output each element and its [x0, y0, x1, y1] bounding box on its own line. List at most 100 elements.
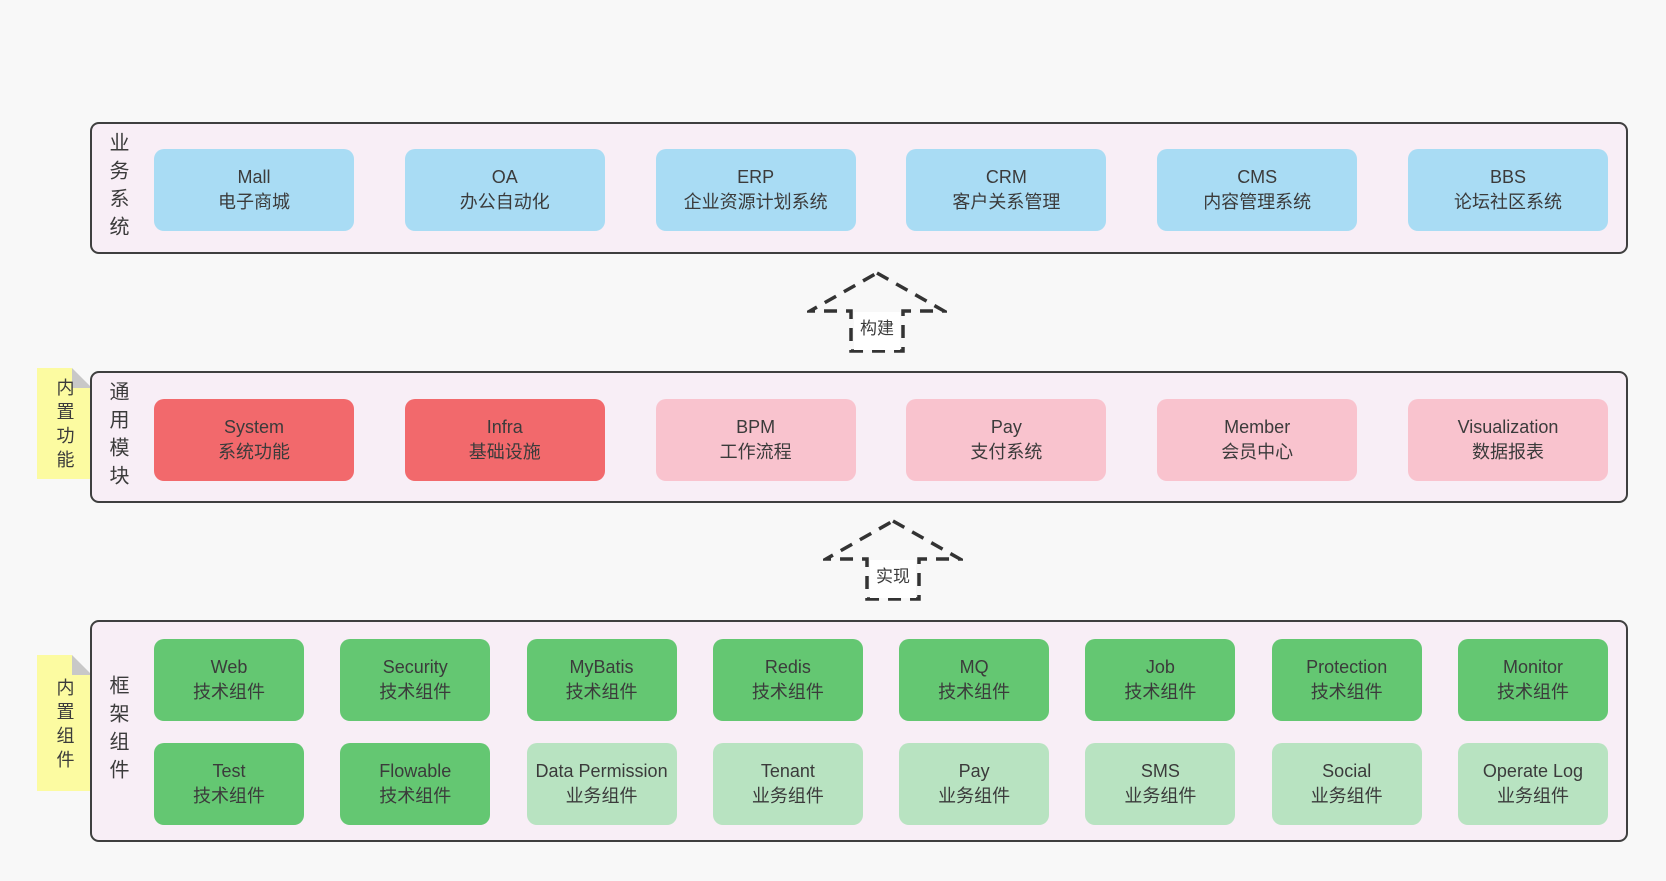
box-name: Visualization	[1457, 417, 1559, 437]
connector-build: 构建	[807, 270, 947, 354]
box-name: System	[223, 417, 284, 437]
box-data-permission: Data Permission 业务组件	[526, 743, 677, 825]
box-desc: 支付系统	[970, 442, 1043, 462]
box-desc: 业务组件	[751, 786, 824, 806]
box-desc: 业务组件	[565, 786, 638, 806]
box-name: Pay	[990, 417, 1022, 437]
layer-business-systems: 业务系统 Mall 电子商城 OA 办公自动化 ERP 企业资源计划系统 CRM…	[90, 122, 1628, 254]
layer-label-framework-components: 框架组件	[106, 675, 128, 787]
box-name: ERP	[737, 167, 775, 187]
box-mq: MQ 技术组件	[899, 639, 1050, 721]
dashed-up-arrow-icon	[807, 270, 947, 353]
framework-components-row-1: Web 技术组件 Security 技术组件 MyBatis 技术组件 Redi…	[154, 639, 1608, 721]
layer-framework-components: 框架组件 Web 技术组件 Security 技术组件 MyBatis 技术组件…	[90, 620, 1628, 842]
sticky-label: 内置组件	[54, 677, 75, 774]
box-name: Monitor	[1502, 657, 1563, 677]
box-name: Operate Log	[1482, 761, 1583, 781]
layer-label-business-systems: 业务系统	[106, 132, 128, 244]
box-desc: 业务组件	[938, 786, 1011, 806]
box-member: Member 会员中心	[1157, 399, 1358, 481]
box-desc: 技术组件	[193, 682, 265, 702]
box-security: Security 技术组件	[340, 639, 491, 721]
arrow-label-implement: 实现	[874, 562, 912, 587]
box-name: Social	[1322, 761, 1372, 781]
box-desc: 论坛社区系统	[1453, 192, 1562, 212]
box-desc: 技术组件	[938, 682, 1011, 702]
box-crm: CRM 客户关系管理	[906, 149, 1107, 231]
box-name: Security	[382, 657, 448, 677]
box-redis: Redis 技术组件	[712, 639, 863, 721]
box-test: Test 技术组件	[154, 743, 304, 825]
box-name: BPM	[736, 417, 776, 437]
box-name: Pay	[958, 761, 990, 781]
box-desc: 系统功能	[218, 442, 290, 462]
box-name: Test	[212, 761, 246, 781]
box-mybatis: MyBatis 技术组件	[526, 639, 677, 721]
box-desc: 数据报表	[1471, 442, 1544, 462]
common-modules-row: System 系统功能 Infra 基础设施 BPM 工作流程 Pay 支付系统…	[154, 399, 1608, 481]
box-name: BBS	[1489, 167, 1526, 187]
layer-common-modules: 通用模块 System 系统功能 Infra 基础设施 BPM 工作流程 Pay…	[90, 371, 1628, 503]
box-name: MQ	[959, 657, 989, 677]
box-name: CRM	[985, 167, 1027, 187]
sticky-note-built-in-components: 内置组件	[37, 655, 92, 791]
box-protection: Protection 技术组件	[1271, 639, 1422, 721]
box-system: System 系统功能	[154, 399, 354, 481]
box-operate-log: Operate Log 业务组件	[1457, 743, 1608, 825]
box-name: MyBatis	[569, 657, 634, 677]
sticky-note-built-in-functions: 内置功能	[37, 368, 92, 479]
box-desc: 业务组件	[1310, 786, 1383, 806]
box-desc: 企业资源计划系统	[683, 192, 828, 212]
box-oa: OA 办公自动化	[404, 149, 605, 231]
box-desc: 客户关系管理	[952, 192, 1061, 212]
box-name: Member	[1224, 417, 1291, 437]
box-desc: 内容管理系统	[1203, 192, 1312, 212]
box-mall: Mall 电子商城	[154, 149, 354, 231]
box-job: Job 技术组件	[1085, 639, 1236, 721]
sticky-label: 内置功能	[54, 377, 75, 474]
box-name: Redis	[764, 657, 811, 677]
box-monitor: Monitor 技术组件	[1457, 639, 1608, 721]
box-tenant: Tenant 业务组件	[712, 743, 863, 825]
box-name: Protection	[1306, 657, 1388, 677]
box-desc: 工作流程	[719, 442, 792, 462]
box-desc: 技术组件	[1310, 682, 1383, 702]
box-name: Mall	[237, 167, 271, 187]
box-desc: 办公自动化	[459, 192, 550, 212]
framework-components-row-2: Test 技术组件 Flowable 技术组件 Data Permission …	[154, 743, 1608, 825]
box-desc: 基础设施	[468, 442, 541, 462]
box-name: Infra	[486, 417, 523, 437]
box-sms: SMS 业务组件	[1085, 743, 1236, 825]
box-name: SMS	[1140, 761, 1180, 781]
box-desc: 技术组件	[751, 682, 824, 702]
box-name: Data Permission	[535, 761, 668, 781]
box-desc: 电子商城	[218, 192, 290, 212]
box-infra: Infra 基础设施	[404, 399, 605, 481]
box-bpm: BPM 工作流程	[655, 399, 856, 481]
box-name: Web	[210, 657, 248, 677]
box-flowable: Flowable 技术组件	[340, 743, 491, 825]
box-desc: 业务组件	[1496, 786, 1569, 806]
box-desc: 技术组件	[565, 682, 638, 702]
box-pay: Pay 支付系统	[906, 399, 1107, 481]
box-desc: 技术组件	[1124, 682, 1197, 702]
business-systems-row: Mall 电子商城 OA 办公自动化 ERP 企业资源计划系统 CRM 客户关系…	[154, 149, 1608, 231]
box-bbs: BBS 论坛社区系统	[1407, 149, 1608, 231]
box-desc: 技术组件	[379, 786, 452, 806]
box-erp: ERP 企业资源计划系统	[655, 149, 856, 231]
box-social: Social 业务组件	[1271, 743, 1422, 825]
box-name: OA	[491, 167, 518, 187]
dashed-up-arrow-icon	[823, 518, 963, 601]
box-desc: 会员中心	[1221, 442, 1294, 462]
box-cms: CMS 内容管理系统	[1157, 149, 1358, 231]
box-desc: 技术组件	[193, 786, 265, 806]
box-visualization: Visualization 数据报表	[1407, 399, 1608, 481]
box-desc: 技术组件	[1496, 682, 1569, 702]
arrow-label-build: 构建	[858, 314, 896, 339]
box-pay-business: Pay 业务组件	[899, 743, 1050, 825]
connector-implement: 实现	[823, 518, 963, 602]
box-name: Job	[1145, 657, 1175, 677]
box-name: Tenant	[760, 761, 815, 781]
box-web: Web 技术组件	[154, 639, 304, 721]
